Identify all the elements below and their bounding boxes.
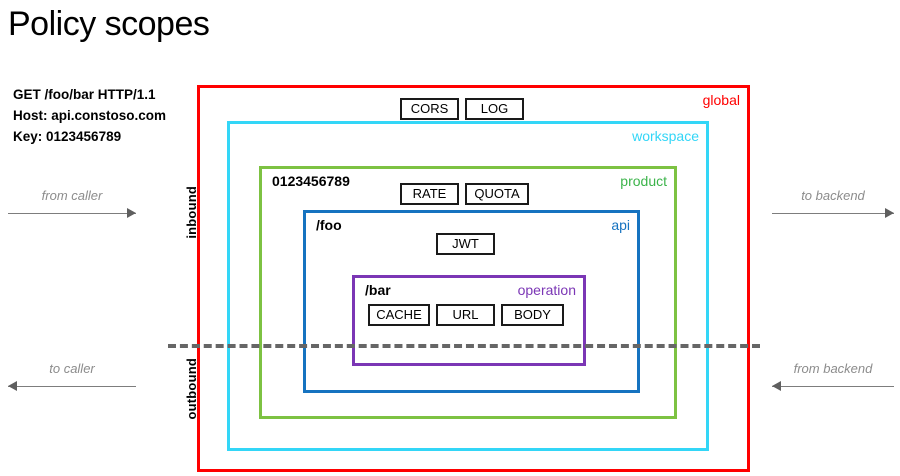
- request-line-key: Key: 0123456789: [13, 129, 122, 144]
- flow-to-backend: to backend: [772, 188, 894, 219]
- sample-request: GET /foo/bar HTTP/1.1 Host: api.constoso…: [13, 84, 193, 147]
- scope-label-product: product: [620, 173, 667, 189]
- flow-from-backend: from backend: [772, 361, 894, 392]
- flow-to-caller-label: to caller: [49, 361, 95, 376]
- flow-from-caller: from caller: [8, 188, 136, 219]
- policy-chip-url[interactable]: URL: [436, 304, 495, 326]
- policy-chip-quota[interactable]: QUOTA: [465, 183, 529, 205]
- arrow-right-icon: [772, 207, 894, 219]
- scope-box-api[interactable]: api /foo: [303, 210, 640, 393]
- inbound-outbound-divider: [168, 344, 760, 348]
- policy-chip-cache[interactable]: CACHE: [368, 304, 430, 326]
- scope-label-operation: operation: [517, 282, 576, 298]
- request-line-host: Host: api.constoso.com: [13, 108, 167, 123]
- arrow-left-icon: [772, 380, 894, 392]
- scope-path-product: 0123456789: [272, 173, 350, 189]
- request-line-method: GET /foo/bar HTTP/1.1: [13, 87, 156, 102]
- policy-chip-log[interactable]: LOG: [465, 98, 524, 120]
- page-title: Policy scopes: [8, 5, 210, 43]
- scope-box-workspace[interactable]: workspace: [227, 121, 709, 451]
- policy-chip-cors[interactable]: CORS: [400, 98, 459, 120]
- policy-chip-body[interactable]: BODY: [501, 304, 564, 326]
- scope-box-operation[interactable]: operation /bar: [352, 275, 586, 366]
- arrow-right-icon: [8, 207, 136, 219]
- scope-path-operation: /bar: [365, 282, 391, 298]
- policy-chip-rate[interactable]: RATE: [400, 183, 459, 205]
- flow-from-backend-label: from backend: [793, 361, 873, 376]
- flow-to-backend-label: to backend: [801, 188, 865, 203]
- flow-from-caller-label: from caller: [41, 188, 103, 203]
- policy-chip-jwt[interactable]: JWT: [436, 233, 495, 255]
- arrow-left-icon: [8, 380, 136, 392]
- scope-label-global: global: [702, 92, 740, 108]
- scope-label-workspace: workspace: [632, 128, 699, 144]
- scope-path-api: /foo: [316, 217, 342, 233]
- scope-box-global[interactable]: global: [197, 85, 750, 472]
- flow-to-caller: to caller: [8, 361, 136, 392]
- scope-label-api: api: [611, 217, 630, 233]
- scope-box-product[interactable]: product 0123456789: [259, 166, 677, 419]
